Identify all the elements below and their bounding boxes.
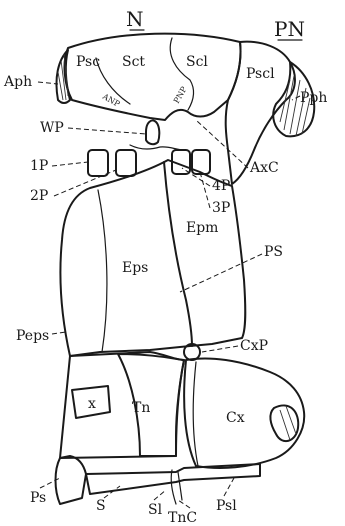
label-axc: AxC <box>249 160 279 176</box>
presternum <box>56 456 87 504</box>
label-scl: Scl <box>186 54 208 70</box>
trochantin-base-line <box>171 470 176 504</box>
label-tn: Tn <box>132 400 150 416</box>
label-ps: PS <box>264 244 283 260</box>
label-peps: Peps <box>16 328 49 344</box>
label-pn: PN <box>274 17 305 41</box>
label-aph: Aph <box>3 74 32 90</box>
coxa-inner-line <box>193 362 198 466</box>
label-pnp: PNP <box>172 85 189 105</box>
label-s: S <box>96 498 106 514</box>
label-pscl: Pscl <box>246 66 275 82</box>
label-eps: Eps <box>122 260 148 276</box>
notum-outline <box>65 34 241 120</box>
label-cx: Cx <box>226 410 245 426</box>
label-3p: 3P <box>212 200 230 216</box>
episternal-ridge <box>98 190 107 352</box>
axillary-plate-1p <box>88 150 108 176</box>
wing-process <box>146 120 159 144</box>
label-sl: Sl <box>148 502 163 518</box>
label-wp: WP <box>40 120 64 136</box>
lower-pleuron <box>60 352 184 458</box>
label-tnc: TnC <box>168 510 197 526</box>
label-ps-lower: Ps <box>30 490 46 506</box>
label-pph: Pph <box>300 90 327 106</box>
label-1p: 1P <box>30 158 48 174</box>
leader-lines <box>38 82 300 508</box>
label-2p: 2P <box>30 188 48 204</box>
label-psl: Psl <box>216 498 237 514</box>
label-psc: Psc <box>76 54 100 70</box>
label-n: N <box>126 7 144 31</box>
pleural-suture <box>164 162 192 346</box>
sternellum-line <box>178 472 182 500</box>
label-4p: 4P <box>212 178 230 194</box>
label-epm: Epm <box>186 220 218 236</box>
label-cxp: CxP <box>240 338 268 354</box>
coxal-articulation <box>270 405 298 441</box>
label-sct: Sct <box>122 54 145 70</box>
trochantin-outline <box>118 354 184 456</box>
axillary-plate-2p <box>116 150 136 176</box>
label-x: x <box>88 396 96 412</box>
label-anp: ANP <box>100 91 122 109</box>
